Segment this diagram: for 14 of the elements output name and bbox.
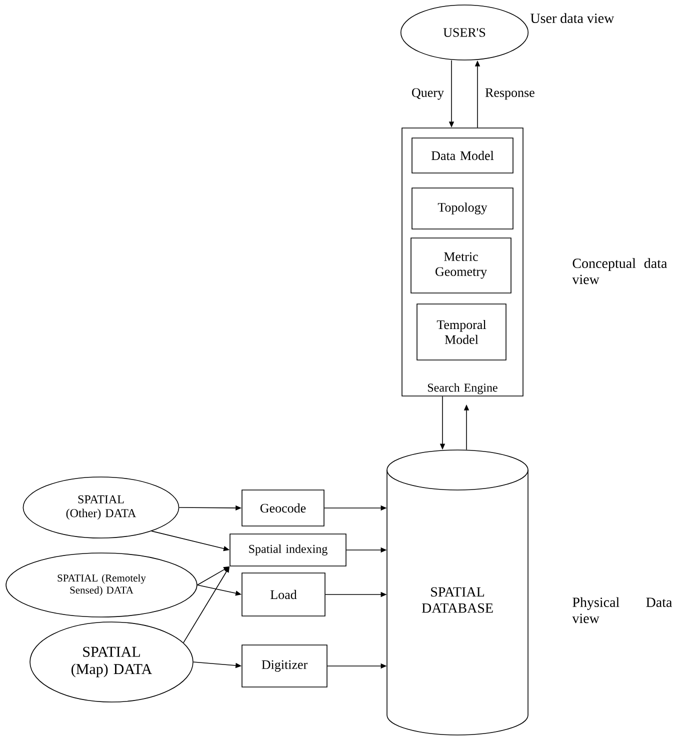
component-box: Metric Geometry: [410, 238, 512, 294]
process-box: Geocode: [242, 490, 324, 526]
process-box: Spatial indexing: [230, 534, 346, 566]
edge-label: Query: [412, 88, 444, 100]
component-box: Temporal Model: [416, 304, 506, 360]
process-box: Digitizer: [242, 644, 328, 688]
view-label: Physical Data view: [572, 597, 672, 624]
component-box: Data Model: [412, 138, 514, 174]
node-label: SPATIAL DATABASE: [422, 587, 493, 613]
component-box: Topology: [412, 188, 514, 230]
database-cylinder: SPATIAL DATABASE: [386, 450, 528, 736]
view-label: Conceptual data view: [572, 258, 668, 284]
edge-label: Response: [485, 88, 534, 100]
process-box: Load: [242, 572, 326, 616]
